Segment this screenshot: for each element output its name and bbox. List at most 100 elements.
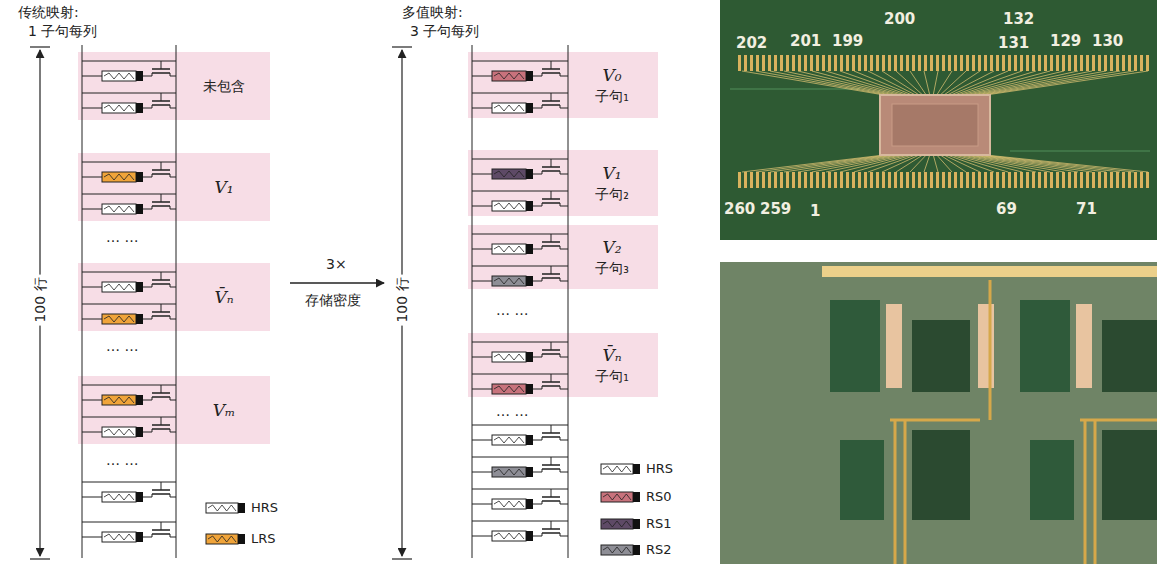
bond-pad (960, 55, 963, 71)
legend-text: LRS (251, 531, 276, 546)
resistor-electrode (136, 71, 143, 81)
variable-label: V₀ (602, 65, 621, 85)
bond-wire (770, 71, 891, 172)
resistor-symbol (492, 103, 526, 113)
band-text: V₂子句₃ (570, 225, 654, 289)
bond-pad (738, 172, 741, 188)
bond-pad (1014, 172, 1017, 188)
bond-pad (936, 172, 939, 188)
bond-pad (756, 55, 759, 71)
bond-pad (1110, 55, 1113, 71)
bond-pad (990, 55, 993, 71)
bond-pad (942, 172, 945, 188)
bond-pad (768, 172, 771, 188)
memory-cell (82, 385, 176, 405)
swatch-body (206, 503, 238, 513)
resistor-zigzag (494, 386, 524, 392)
pin-number: 132 (1003, 10, 1034, 28)
legend-swatch (600, 543, 642, 557)
bond-pad (942, 55, 945, 71)
bond-pad (966, 172, 969, 188)
pin-number: 130 (1092, 32, 1123, 50)
swatch-body (206, 534, 238, 544)
memory-cell (472, 374, 568, 394)
annotation: … … (496, 403, 528, 420)
resistor-electrode (526, 467, 533, 477)
transistor-symbol (542, 350, 560, 354)
bond-pad (954, 172, 957, 188)
transistor-symbol (152, 530, 170, 534)
annotation: … … (106, 338, 138, 355)
transistor-symbol (152, 312, 170, 316)
bond-pad (798, 55, 801, 71)
legend-text: HRS (646, 461, 673, 476)
bond-pad (1116, 55, 1119, 71)
bond-pad (822, 55, 825, 71)
bond-pad (1122, 55, 1125, 71)
resistor-symbol (102, 314, 136, 324)
bond-pad (1008, 55, 1011, 71)
legend-text: RS2 (646, 542, 672, 557)
resistor-electrode (136, 172, 143, 182)
pcb-board (720, 0, 1157, 240)
bond-pad (918, 172, 921, 188)
band-text: V₁子句₂ (570, 150, 654, 216)
swatch-body (601, 492, 633, 502)
band-fill (468, 52, 658, 118)
bond-pad (1002, 172, 1005, 188)
bond-pad (750, 172, 753, 188)
legend-swatch (600, 517, 642, 531)
bond-pad (990, 172, 993, 188)
bond-pad (1008, 172, 1011, 188)
resistor-symbol (102, 492, 136, 502)
bond-pad (852, 55, 855, 71)
transistor-symbol (152, 69, 170, 73)
micrograph-ground (720, 262, 1157, 564)
bond-pad (756, 172, 759, 188)
bond-pad (738, 55, 741, 71)
dimension-label: 100 行 (393, 274, 412, 325)
annotation: 3× (326, 256, 347, 273)
memory-cell (472, 159, 568, 179)
pin-number: 201 (790, 32, 821, 50)
bond-pad (984, 172, 987, 188)
bond-pad (1038, 172, 1041, 188)
resistor-symbol (492, 71, 526, 81)
resistor-symbol (492, 201, 526, 211)
bond-pad (876, 172, 879, 188)
bond-pad (900, 172, 903, 188)
pin-number: 71 (1076, 200, 1097, 218)
memory-cell (472, 266, 568, 286)
transistor-symbol (542, 199, 560, 203)
resistor-symbol (102, 71, 136, 81)
band-fill (78, 263, 270, 331)
bond-pad (918, 55, 921, 71)
transistor-symbol (152, 101, 170, 105)
swatch-electrode (238, 534, 245, 544)
clause-band: V₁ (78, 153, 270, 221)
bond-pad (774, 55, 777, 71)
bond-pad (1026, 172, 1029, 188)
resistor-zigzag (494, 469, 524, 475)
transistor-symbol (542, 167, 560, 171)
transistor-symbol (542, 274, 560, 278)
pad-array (886, 304, 902, 388)
transistor-symbol (542, 382, 560, 386)
resistor-symbol (492, 384, 526, 394)
resistor-symbol (102, 532, 136, 542)
variable-label: V₁ (214, 177, 233, 197)
swatch-zigzag (603, 494, 631, 500)
resistor-electrode (136, 532, 143, 542)
resistor-zigzag (104, 73, 134, 79)
memory-cell (82, 272, 176, 292)
pad-row (738, 55, 1149, 71)
bond-pad (1104, 55, 1107, 71)
resistor-electrode (136, 492, 143, 502)
bond-wire (742, 71, 884, 172)
resistor-electrode (526, 499, 533, 509)
legend-text: RS1 (646, 516, 672, 531)
legend-swatch (600, 462, 642, 476)
bond-pad (816, 55, 819, 71)
clause-label: 子句₁ (595, 88, 629, 105)
resistor-zigzag (104, 206, 134, 212)
